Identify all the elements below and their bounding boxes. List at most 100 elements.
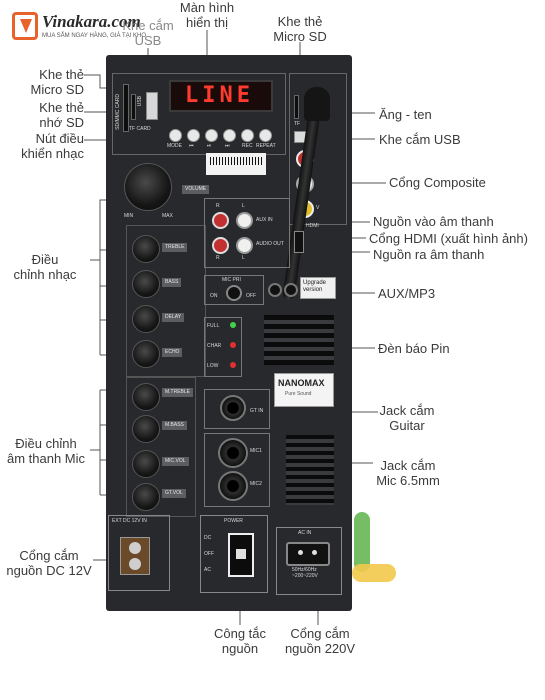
mic-knob-group [126,377,196,517]
mic-pri-on-label: ON [210,293,218,299]
aux-jack-1[interactable] [268,283,282,297]
hdmi-port[interactable] [294,231,304,253]
aux-in-red-jack[interactable] [212,212,229,229]
usb-label: USB [137,96,143,107]
treble-knob[interactable] [132,235,160,263]
aux-jack-2[interactable] [284,283,298,297]
prev-button[interactable] [187,129,200,142]
tf-card-slot[interactable] [131,94,136,120]
play-button[interactable] [205,129,218,142]
guitar-label: GT IN [250,408,264,414]
gt-vol-knob[interactable] [132,483,160,511]
dc-terminal[interactable] [120,537,150,575]
mic1-jack[interactable] [218,438,248,468]
aux-in-white-jack[interactable] [236,212,253,229]
mic-module [204,433,270,507]
ac-socket[interactable] [286,542,330,566]
tf-card-label: TF CARD [129,126,151,132]
repeat-button[interactable] [259,129,272,142]
power-label: POWER [224,518,243,524]
battery-module [204,317,242,377]
top-vent [264,315,334,365]
gt-vol-tag: GT.VOL [162,489,186,498]
m-bass-tag: M.BASS [162,421,187,430]
label-battery-led: Đèn báo Pin [378,341,450,356]
volume-tag: VOLUME [182,185,210,194]
music-knob-group [126,225,206,377]
label-power-switch: Công tắc nguồn [213,626,267,656]
label-mic-jack: Jack cắm Mic 6.5mm [376,458,440,488]
m-bass-knob[interactable] [132,415,160,443]
battery-low-label: LOW [207,363,219,369]
bass-knob[interactable] [132,270,160,298]
power-switch[interactable] [228,533,254,577]
mic-pri-label: MIC PRI [222,277,241,283]
m-treble-tag: M.TREBLE [162,388,194,397]
battery-full-label: FULL [207,323,220,329]
r-label-1: R [216,203,220,209]
volume-knob[interactable] [124,163,172,211]
delay-tag: DELAY [162,313,185,322]
next-label: ⏭ [225,143,230,149]
mic2-label: MIC2 [250,481,262,487]
logo-slogan: MUA SẮM NGAY HÀNG, GIÁ TẠI KHO [42,33,147,39]
ac-module [276,527,342,595]
serial-sticker [206,153,266,175]
mic2-jack[interactable] [218,471,248,501]
mic-pri-off-label: OFF [246,293,256,299]
sd-mmc-label: SD/MMC CARD [115,94,121,130]
dc-module [108,515,170,591]
label-hdmi: Cổng HDMI (xuất hình ảnh) [369,231,528,246]
label-ac-port: Cổng cắm nguồn 220V [284,626,356,656]
battery-char-led [230,342,236,348]
guitar-jack[interactable] [220,395,246,421]
m-treble-knob[interactable] [132,383,160,411]
tf-label-right: TF [294,121,301,127]
label-guitar-jack: Jack cắm Guitar [379,403,435,433]
speaker-back-panel: SD/MMC CARD TF CARD USB LINE MODE ⏮ ⏯ ⏭ … [106,55,352,611]
label-memcard-left: Khe thẻ nhớ SD [39,100,84,130]
rec-button[interactable] [241,129,254,142]
aux-in-label: AUX IN [256,217,273,223]
display-screen: LINE [169,80,273,112]
mic-vol-tag: MIC.VOL [162,457,189,466]
label-usb-top: Khe cắm USB [122,18,174,48]
video-label: V [316,205,320,211]
r-label-2: R [216,255,220,261]
media-module: SD/MMC CARD TF CARD USB LINE MODE ⏮ ⏯ ⏭ … [112,73,286,155]
power-ac-label: AC [204,567,211,573]
label-microsd-left: Khe thẻ Micro SD [30,67,84,97]
brand-label: NANOMAX [278,378,325,388]
audio-out-white-jack[interactable] [236,237,253,254]
battery-low-led [230,362,236,368]
usb-port[interactable] [146,92,158,120]
mic-pri-module [204,275,264,305]
power-dc-label: DC [204,535,212,541]
mic-pri-switch[interactable] [226,285,242,301]
tf-slot-right[interactable] [294,95,299,119]
echo-knob[interactable] [132,340,160,368]
delay-knob[interactable] [132,305,160,333]
mode-label: MODE [167,143,182,149]
io-module [289,73,347,225]
upgrade-label: Upgrade version [303,280,327,293]
logo-brand: Vinakara.com [42,12,141,31]
guitar-module [204,389,270,429]
mode-button[interactable] [169,129,182,142]
power-module [200,515,268,593]
label-microsd-top: Khe thẻ Micro SD [273,14,327,44]
bass-tag: BASS [162,278,182,287]
volume-max-label: MAX [162,213,173,219]
label-audio-in: Nguồn vào âm thanh [373,214,494,229]
label-music-adjust: Điều chỉnh nhạc [13,252,77,282]
mic-vol-knob[interactable] [132,450,160,478]
sd-card-slot[interactable] [123,84,129,132]
next-button[interactable] [223,129,236,142]
ac-in-label: AC IN [298,530,312,536]
treble-tag: TREBLE [162,243,188,252]
audio-out-red-jack[interactable] [212,237,229,254]
ac-spec-label: 50Hz/60Hz ~200~220V [292,567,318,579]
rec-label: REC [242,143,253,149]
dc-in-label: EXT DC 12V IN [112,518,147,524]
logo: Vinakara.com MUA SẮM NGAY HÀNG, GIÁ TẠI … [6,10,176,50]
